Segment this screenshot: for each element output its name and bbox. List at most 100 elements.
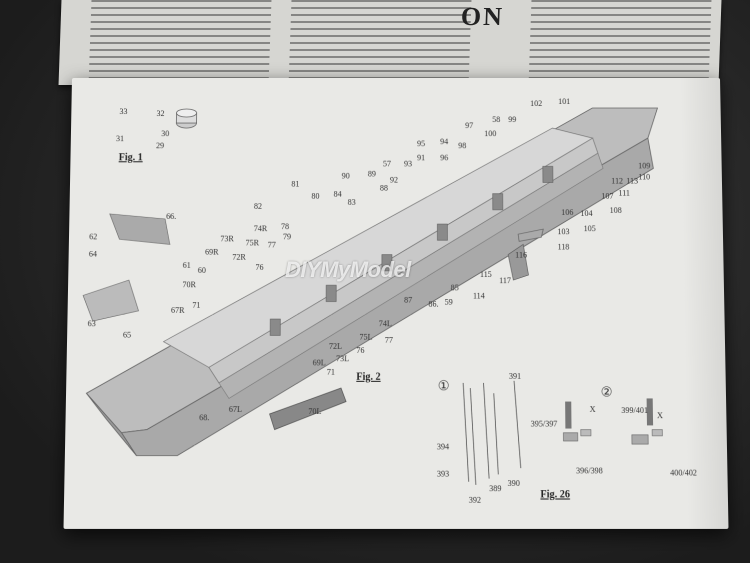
fig2-label: 69L — [313, 358, 326, 367]
fig2-label: 84 — [334, 190, 342, 199]
watermark: DIYMyModel — [285, 257, 411, 282]
fig26-label: 400/402 — [670, 468, 697, 477]
fig2-label: 115 — [480, 270, 492, 279]
fig2-label: 80 — [311, 192, 319, 201]
fig26-label: 390 — [508, 479, 520, 488]
fig2-label: 94 — [440, 137, 448, 146]
fig2-label: 110 — [638, 172, 650, 181]
fig2-label: 113 — [626, 176, 638, 185]
text-column — [88, 0, 272, 85]
text-column — [528, 0, 712, 85]
fig2-label: 65 — [123, 330, 131, 339]
fig26-label: 391 — [509, 372, 521, 381]
step-2-marker: ② — [601, 384, 613, 400]
fig2-label: 61 — [183, 261, 191, 270]
fig2-label: 111 — [618, 189, 630, 198]
fig2-label: 59 — [445, 297, 453, 306]
fig2-label: 63 — [88, 319, 96, 328]
fig2-label: 72R — [232, 253, 246, 262]
fig26-label: 389 — [489, 484, 501, 493]
fig2-label: 64 — [89, 249, 97, 258]
step-1-marker: ① — [438, 378, 450, 394]
fig2-label: 95 — [417, 139, 425, 148]
fig2-label: 98 — [458, 141, 466, 150]
fig26-label: 395/397 — [531, 419, 558, 428]
fig2-label: 73L — [336, 354, 349, 363]
fig1-label: 29 — [156, 141, 164, 150]
fig2-label: 75R — [246, 238, 260, 247]
fig2-label: 118 — [558, 242, 570, 251]
fig2-label: 107 — [601, 192, 613, 201]
fig2-label: 116 — [515, 250, 527, 259]
fig1-label: 31 — [116, 134, 124, 143]
fig2-label: 77 — [385, 335, 393, 344]
fig2-label: 97 — [465, 121, 473, 130]
fig2-label: 91 — [417, 153, 425, 162]
fig2-label: 74R — [254, 224, 268, 233]
fig1-caption: Fig. 1 — [119, 152, 143, 163]
fig26-label: 394 — [437, 442, 449, 451]
fig2-label: 72L — [329, 342, 342, 351]
fig2-label: 109 — [638, 161, 650, 170]
fig26-label: 393 — [437, 469, 449, 478]
fig1-label: 32 — [156, 109, 164, 118]
fig2-label: 102 — [530, 99, 542, 108]
fig2-label: 104 — [580, 209, 592, 218]
fig2-label: 90 — [342, 171, 350, 180]
fig2-label: 66. — [166, 212, 176, 221]
fig2-label: 100 — [484, 129, 496, 138]
fig2-label: 108 — [610, 206, 622, 215]
fig26-caption: Fig. 26 — [540, 489, 570, 501]
fig2-label: 106 — [561, 208, 573, 217]
fig2-label: 67R — [171, 306, 185, 315]
fig2-label: 60 — [198, 266, 206, 275]
fig26-label: X — [590, 405, 596, 414]
fig2-label: 75L — [359, 332, 372, 341]
fig2-label: 87 — [404, 295, 412, 304]
fig1-label: 30 — [161, 129, 169, 138]
fig2-label: 77 — [268, 240, 276, 249]
fig2-label: 92 — [390, 175, 398, 184]
fig2-label: 73R — [220, 234, 234, 243]
fig26-label: 399/401 — [621, 406, 648, 415]
fig2-label: 93 — [404, 159, 412, 168]
fig2-label: 112 — [611, 176, 623, 185]
fig2-label: 83 — [348, 198, 356, 207]
fig2-label: 67L — [229, 405, 242, 414]
fig2-label: 86. — [428, 300, 438, 309]
fig2-label: 69R — [205, 247, 219, 256]
hull-drawing — [80, 108, 663, 456]
fig2-label: 62 — [89, 232, 97, 241]
fig2-label: 74L — [379, 319, 392, 328]
fig2-label: 78 — [281, 222, 289, 231]
fig2-label: 99 — [508, 115, 516, 124]
fig2-label: 58 — [492, 115, 500, 124]
fig2-label: 101 — [558, 97, 570, 106]
fig2-label: 57 — [383, 159, 391, 168]
fig2-label: 76 — [356, 346, 364, 355]
fig26-label: 396/398 — [576, 466, 603, 475]
fig2-label: 117 — [499, 276, 511, 285]
fig26-label: 392 — [469, 495, 481, 504]
fig2-label: 81 — [291, 179, 299, 188]
fig2-label: 105 — [584, 224, 596, 233]
fig2-label: 85 — [451, 283, 459, 292]
fig2-label: 96 — [440, 153, 448, 162]
fig1-part — [175, 108, 197, 129]
fig2-label: 89 — [368, 169, 376, 178]
fig2-label: 70R — [182, 280, 196, 289]
fig2-label: 71 — [327, 367, 335, 376]
fig26-parts — [463, 381, 663, 485]
fig2-label: 76 — [255, 263, 263, 272]
heading-fragment: ON — [460, 2, 505, 31]
fig2-label: 103 — [557, 227, 569, 236]
previous-page-text: ON — [58, 0, 722, 85]
text-column — [288, 0, 472, 85]
fig2-label: 68. — [199, 413, 209, 422]
fig2-label: 70L — [308, 407, 321, 416]
fig2-label: 88 — [380, 183, 388, 192]
